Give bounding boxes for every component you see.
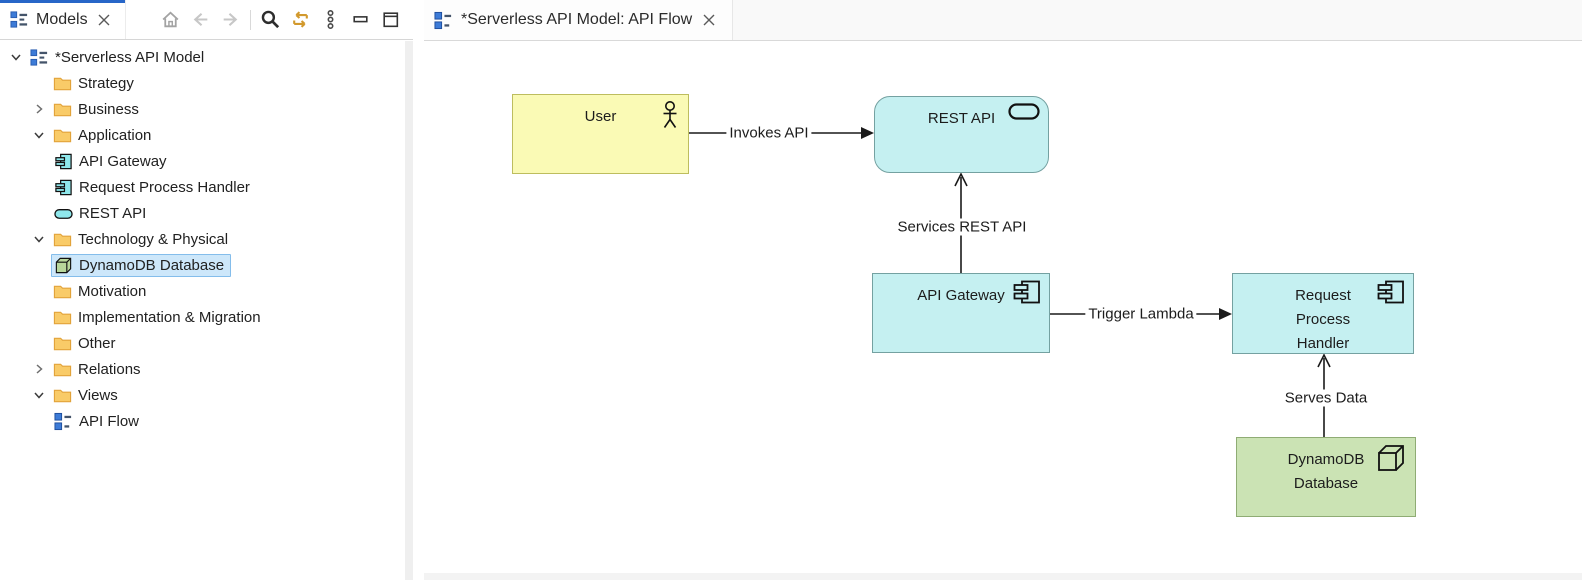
chevron-right-icon[interactable] xyxy=(28,98,50,120)
component-icon xyxy=(54,178,73,197)
tree-item-motivation[interactable]: Motivation xyxy=(0,278,413,304)
editor-tabbar: *Serverless API Model: API Flow xyxy=(424,0,1582,41)
folder-icon xyxy=(53,334,72,353)
node-cube-icon xyxy=(54,256,73,275)
node-request-process-handler[interactable]: Request Process Handler xyxy=(1232,273,1414,354)
node-user[interactable]: User xyxy=(512,94,689,174)
folder-icon xyxy=(53,74,72,93)
horizontal-scrollbar[interactable] xyxy=(424,573,1582,580)
tree-item-technology-physical[interactable]: Technology & Physical xyxy=(0,226,413,252)
tree-item-api-flow[interactable]: API Flow xyxy=(0,408,413,434)
back-arrow-icon[interactable] xyxy=(190,9,211,30)
tree-item-rest-api[interactable]: REST API xyxy=(0,200,413,226)
selected-tree-item[interactable]: DynamoDB Database xyxy=(51,253,232,277)
chevron-down-icon[interactable] xyxy=(28,124,50,146)
diagram-icon xyxy=(434,11,453,30)
forward-arrow-icon[interactable] xyxy=(220,9,241,30)
tab-models[interactable]: Models xyxy=(0,0,126,39)
sync-icon[interactable] xyxy=(290,9,311,30)
folder-icon xyxy=(53,100,72,119)
tree-item-views[interactable]: Views xyxy=(0,382,413,408)
tree-item-serverless-api-model[interactable]: *Serverless API Model xyxy=(0,44,413,70)
folder-icon xyxy=(53,386,72,405)
component-icon xyxy=(1377,280,1404,304)
node-cube-icon xyxy=(1378,445,1404,471)
chevron-down-icon[interactable] xyxy=(5,46,27,68)
toolbar-separator xyxy=(250,9,251,30)
tree-item-api-gateway[interactable]: API Gateway xyxy=(0,148,413,174)
models-panel: Models xyxy=(0,0,413,580)
model-tree-icon xyxy=(10,10,29,29)
tree-item-request-process-handler[interactable]: Request Process Handler xyxy=(0,174,413,200)
tree-item-application[interactable]: Application xyxy=(0,122,413,148)
close-icon[interactable] xyxy=(700,11,718,29)
minimize-icon[interactable] xyxy=(350,9,371,30)
models-toolbar xyxy=(160,0,413,39)
tab-api-flow-view[interactable]: *Serverless API Model: API Flow xyxy=(424,0,734,40)
folder-icon xyxy=(53,230,72,249)
tree-item-relations[interactable]: Relations xyxy=(0,356,413,382)
connection-label-services-rest-api[interactable]: Services REST API xyxy=(894,218,1030,236)
service-icon xyxy=(54,204,73,223)
models-tabbar: Models xyxy=(0,0,413,40)
actor-icon xyxy=(663,101,677,128)
folder-icon xyxy=(53,308,72,327)
model-tree-icon xyxy=(30,48,49,67)
connection-label-serves-data[interactable]: Serves Data xyxy=(1281,389,1371,407)
tree-scrollbar[interactable] xyxy=(405,41,413,580)
node-dynamodb-database[interactable]: DynamoDB Database xyxy=(1236,437,1416,517)
folder-icon xyxy=(53,360,72,379)
model-tree: *Serverless API Model Strategy Business … xyxy=(0,40,413,434)
panel-separator[interactable] xyxy=(413,0,424,580)
tab-models-label: Models xyxy=(36,10,88,28)
editor-tab-label: *Serverless API Model: API Flow xyxy=(461,11,693,28)
diagram-editor: *Serverless API Model: API Flow xyxy=(424,0,1582,580)
node-api-gateway[interactable]: API Gateway xyxy=(872,273,1050,353)
folder-icon xyxy=(53,282,72,301)
component-icon xyxy=(54,152,73,171)
search-icon[interactable] xyxy=(260,9,281,30)
diagram-icon xyxy=(54,412,73,431)
maximize-icon[interactable] xyxy=(380,9,401,30)
tree-item-implementation-migration[interactable]: Implementation & Migration xyxy=(0,304,413,330)
connection-label-invokes-api[interactable]: Invokes API xyxy=(726,124,812,142)
chevron-right-icon[interactable] xyxy=(28,358,50,380)
diagram-canvas[interactable]: Invokes API Services REST API Trigger La… xyxy=(424,41,1582,580)
tree-item-strategy[interactable]: Strategy xyxy=(0,70,413,96)
chevron-down-icon[interactable] xyxy=(28,384,50,406)
folder-icon xyxy=(53,126,72,145)
tree-item-business[interactable]: Business xyxy=(0,96,413,122)
connection-label-trigger-lambda[interactable]: Trigger Lambda xyxy=(1085,305,1197,323)
node-rest-api[interactable]: REST API xyxy=(874,96,1049,173)
chevron-down-icon[interactable] xyxy=(28,228,50,250)
home-icon[interactable] xyxy=(160,9,181,30)
tree-item-dynamodb-database[interactable]: DynamoDB Database xyxy=(0,252,413,278)
component-icon xyxy=(1013,280,1040,304)
tree-item-other[interactable]: Other xyxy=(0,330,413,356)
close-icon[interactable] xyxy=(95,11,113,29)
service-oval-icon xyxy=(1008,103,1040,120)
more-options-icon[interactable] xyxy=(320,9,341,30)
